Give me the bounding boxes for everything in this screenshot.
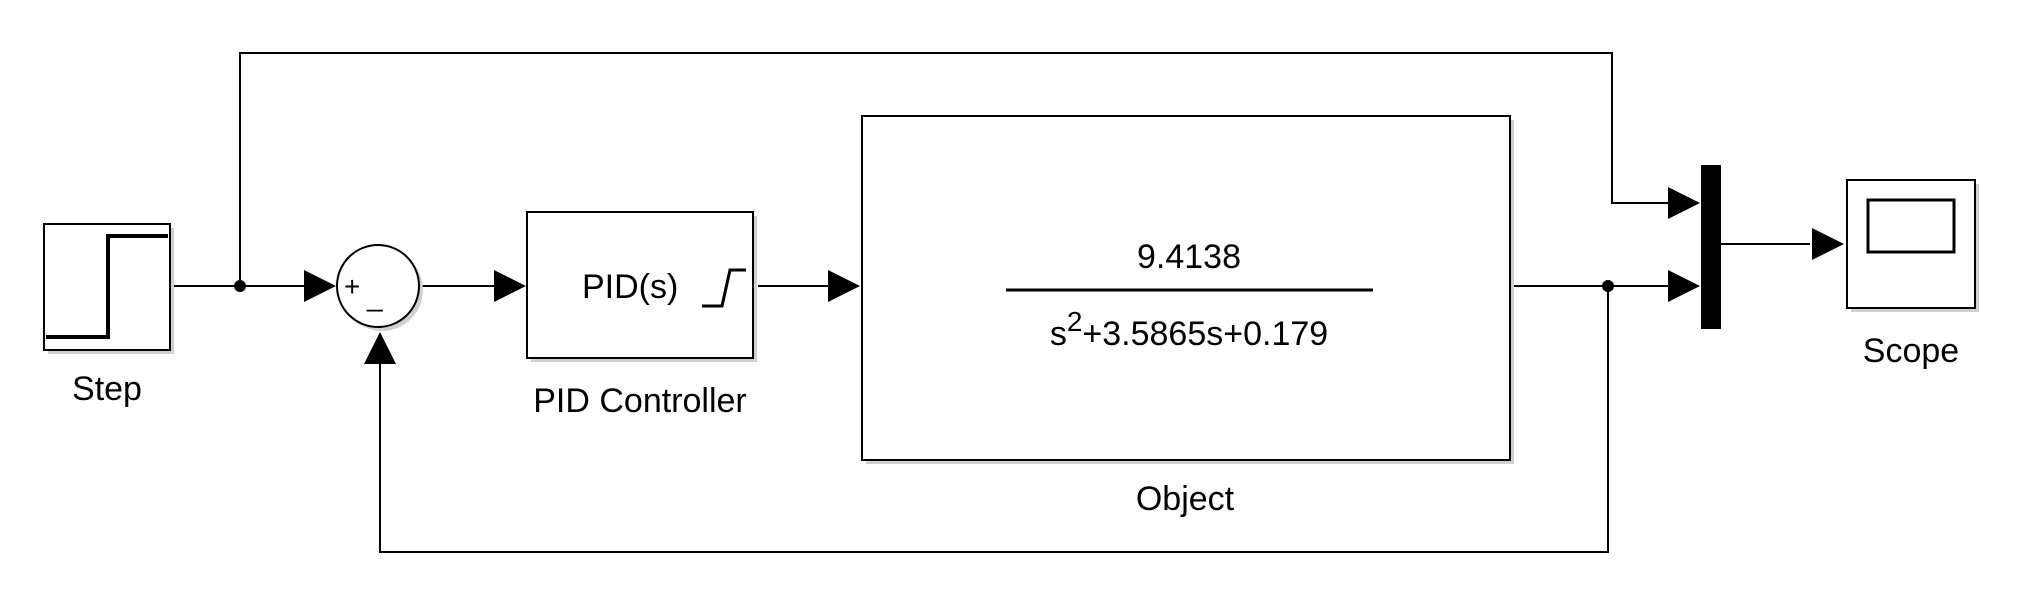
sum-plus-sign: + <box>344 271 360 302</box>
scope-label: Scope <box>1863 332 1959 370</box>
arrowhead-mux-input-2 <box>1668 270 1700 302</box>
pid-block-text: PID(s) <box>582 268 678 306</box>
step-label: Step <box>72 370 142 408</box>
pid-controller-label: PID Controller <box>533 382 747 420</box>
pid-controller-block[interactable]: PID(s) <box>526 211 757 362</box>
branch-point-output <box>1602 280 1614 292</box>
arrowhead-mux-input-1 <box>1668 187 1700 219</box>
signal-lines <box>172 52 1810 553</box>
scope-screen-icon <box>1866 198 1956 254</box>
arrowhead-scope-input <box>1812 228 1844 260</box>
arrowhead-feedback-input <box>364 332 396 364</box>
sum-minus-sign: _ <box>366 281 383 312</box>
object-label: Object <box>1136 480 1235 518</box>
scope-block[interactable] <box>1846 179 1979 312</box>
saturation-icon <box>702 268 746 308</box>
step-icon <box>46 234 168 339</box>
step-block[interactable] <box>43 223 174 354</box>
arrowhead-sum-input <box>304 270 336 302</box>
sum-block[interactable]: + _ <box>336 244 423 331</box>
arrowhead-plant-input <box>828 270 860 302</box>
mux-block[interactable] <box>1701 165 1721 329</box>
wire-step-to-mux <box>239 52 1672 286</box>
transfer-fcn-numerator: 9.4138 <box>1137 238 1241 276</box>
transfer-fcn-denominator: s2+3.5865s+0.179 <box>1050 306 1328 353</box>
object-transfer-fcn-block[interactable]: 9.4138 s2+3.5865s+0.179 <box>861 115 1514 464</box>
wire-feedback <box>379 286 1609 553</box>
branch-point-step <box>234 280 246 292</box>
arrowhead-pid-input <box>494 270 526 302</box>
